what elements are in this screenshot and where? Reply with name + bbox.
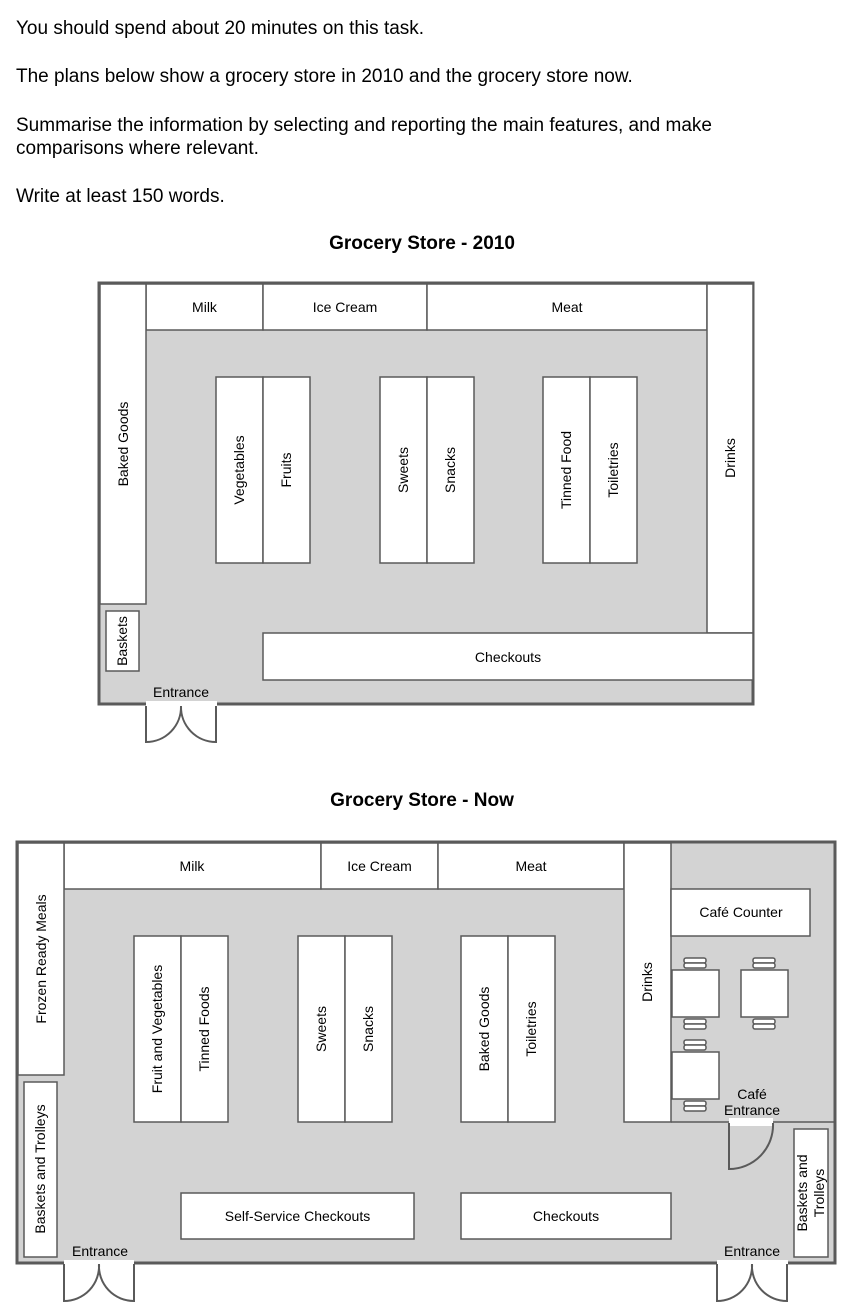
plan-2010-tinned-food-aisle — [542, 376, 591, 564]
plan-now-cafe-table-icon — [740, 957, 789, 1030]
plan-2010-snacks-label: Snacks — [442, 447, 458, 493]
plan-2010-checkouts-section — [262, 632, 754, 681]
plan-now-entrance-left-door-icon — [63, 1260, 135, 1303]
plan-2010-meat-section — [426, 283, 708, 331]
plan-now-baskets-and-trolleys-left-label: Baskets and Trolleys — [32, 1104, 48, 1233]
plan-2010-ice-cream-section — [262, 283, 428, 331]
plan-2010-toiletries-label: Toiletries — [605, 442, 621, 497]
plan-now-drinks-section — [623, 842, 672, 1123]
plan-now-cafe-counter — [670, 888, 811, 937]
plan-2010-title: Grocery Store - 2010 — [329, 233, 515, 254]
plan-now-checkouts-label: Checkouts — [533, 1208, 599, 1224]
plan-2010-checkouts-label: Checkouts — [475, 649, 541, 665]
plan-now-self-service-checkouts-section — [180, 1192, 415, 1240]
plan-now-meat-label: Meat — [515, 858, 546, 874]
task-instruction-line1: Summarise the information by selecting a… — [16, 115, 712, 136]
plan-now-sweets-label: Sweets — [313, 1006, 329, 1052]
plan-now-snacks-aisle — [344, 935, 393, 1123]
plan-2010-drinks-label: Drinks — [722, 438, 738, 478]
plan-2010-baskets-label: Baskets — [114, 616, 130, 666]
plan-2010-toiletries-aisle — [589, 376, 638, 564]
plan-2010-fruits-label: Fruits — [278, 453, 294, 488]
plan-now-baskets-and-trolleys-right-label-line2: Trolleys — [811, 1169, 827, 1218]
plan-now-ice-cream-label: Ice Cream — [347, 858, 412, 874]
plan-now-frozen-ready-meals-label: Frozen Ready Meals — [33, 894, 49, 1023]
plan-2010-fruits-aisle — [262, 376, 311, 564]
task-word-count-text: Write at least 150 words. — [16, 186, 225, 207]
plan-now-drinks-label: Drinks — [639, 962, 655, 1002]
plan-now-cafe-counter-label: Café Counter — [699, 904, 783, 920]
plan-2010-drinks-section — [706, 283, 754, 634]
plan-now-title: Grocery Store - Now — [330, 790, 514, 811]
plan-now-cafe-entrance-label-line2: Entrance — [724, 1102, 780, 1118]
plan-now-baskets-and-trolleys-right-section — [793, 1128, 829, 1258]
plan-now-snacks-label: Snacks — [360, 1006, 376, 1052]
plan-2010-entrance-door-icon — [145, 701, 217, 744]
plan-2010-baked-goods-label: Baked Goods — [115, 402, 131, 487]
task-description-text: The plans below show a grocery store in … — [16, 66, 633, 87]
plan-now-cafe-table-icon — [671, 1039, 720, 1112]
plan-2010-ice-cream-label: Ice Cream — [313, 299, 378, 315]
plan-2010-sweets-label: Sweets — [395, 447, 411, 493]
plan-now-baskets-and-trolleys-right-label-line1: Baskets and — [794, 1154, 810, 1231]
plan-2010-baskets-section — [105, 610, 140, 672]
plan-now-ice-cream-section — [320, 842, 439, 890]
plan-2010-tinned-food-label: Tinned Food — [558, 431, 574, 509]
plan-2010-sweets-aisle — [379, 376, 428, 564]
plan-now-checkouts-section — [460, 1192, 672, 1240]
plan-now-baked-goods-label: Baked Goods — [476, 987, 492, 1072]
plan-2010-baked-goods-section — [99, 283, 147, 605]
plan-2010-entrance-label: Entrance — [153, 684, 209, 700]
plan-now-entrance-right-label: Entrance — [724, 1243, 780, 1259]
plan-now-cafe-table-icon — [671, 957, 720, 1030]
plan-now-milk-label: Milk — [180, 858, 206, 874]
plan-now-baskets-and-trolleys-left-section — [23, 1081, 58, 1258]
plan-2010-vegetables-aisle — [215, 376, 264, 564]
plan-now-entrance-left-label: Entrance — [72, 1243, 128, 1259]
plan-2010-snacks-aisle — [426, 376, 475, 564]
plan-2010: Milk Ice Cream Meat Baked Goods Drinks V… — [97, 281, 755, 744]
plan-now-tinned-foods-aisle — [180, 935, 229, 1123]
plan-2010-vegetables-label: Vegetables — [231, 435, 247, 504]
plan-now-tinned-foods-label: Tinned Foods — [196, 986, 212, 1071]
plan-now-self-service-checkouts-label: Self-Service Checkouts — [225, 1208, 371, 1224]
plan-now: Milk Ice Cream Meat Frozen Ready Meals D… — [15, 840, 837, 1303]
plan-now-toiletries-label: Toiletries — [523, 1001, 539, 1056]
plan-now-toiletries-aisle — [507, 935, 556, 1123]
plan-now-milk-section — [63, 842, 322, 890]
plan-2010-meat-label: Meat — [551, 299, 582, 315]
plan-now-frozen-ready-meals-section — [17, 842, 65, 1076]
plan-now-entrance-right-door-icon — [716, 1260, 788, 1303]
plan-now-fruit-and-vegetables-label: Fruit and Vegetables — [149, 965, 165, 1093]
plan-now-cafe-entrance-door-icon — [728, 1118, 775, 1171]
task-instruction-line2: comparisons where relevant. — [16, 138, 259, 159]
task-time-text: You should spend about 20 minutes on thi… — [16, 18, 425, 39]
plan-2010-milk-label: Milk — [192, 299, 218, 315]
plan-2010-milk-section — [145, 283, 264, 331]
plan-now-fruit-and-vegetables-aisle — [133, 935, 182, 1123]
plan-now-cafe-entrance-label-line1: Café — [737, 1086, 767, 1102]
plan-now-meat-section — [437, 842, 625, 890]
